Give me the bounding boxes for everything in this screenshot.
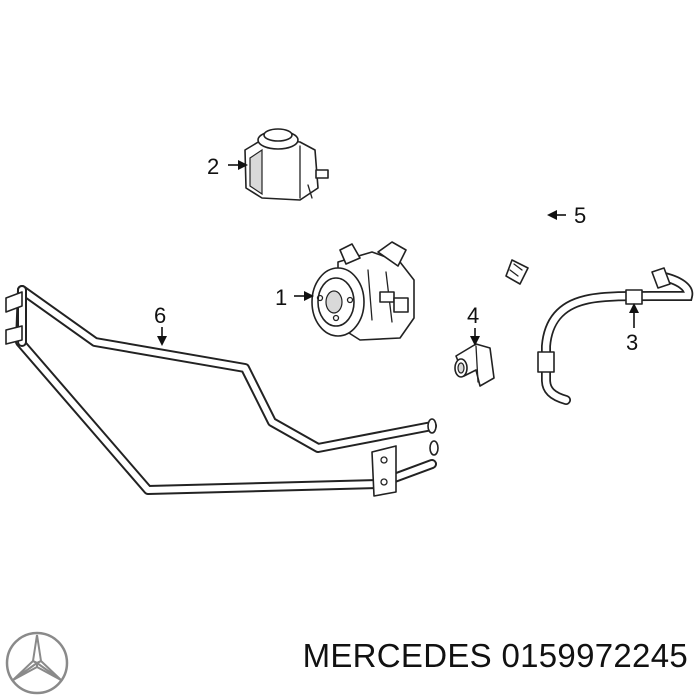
callout-2: 2 [207, 154, 219, 179]
parts-diagram: 2 1 5 3 4 6 [5, 128, 694, 497]
callout-4: 4 [467, 303, 479, 328]
callout-1: 1 [275, 285, 287, 310]
part-5-hose [492, 188, 552, 285]
part-2-reservoir [244, 128, 329, 201]
footer-caption: MERCEDES 0159972245 [303, 637, 688, 675]
callout-3: 3 [626, 330, 638, 355]
part-number: 0159972245 [501, 637, 688, 674]
callout-6: 6 [154, 303, 166, 328]
part-3-pressure-hose [537, 267, 694, 405]
mercedes-star-icon [5, 631, 69, 695]
callout-5: 5 [574, 203, 586, 228]
part-1-pump [311, 241, 415, 341]
part-4-elbow [454, 343, 495, 387]
part-6-cooler-line [5, 285, 439, 497]
brand-name: MERCEDES [302, 637, 492, 674]
callout-arrows [157, 160, 639, 346]
